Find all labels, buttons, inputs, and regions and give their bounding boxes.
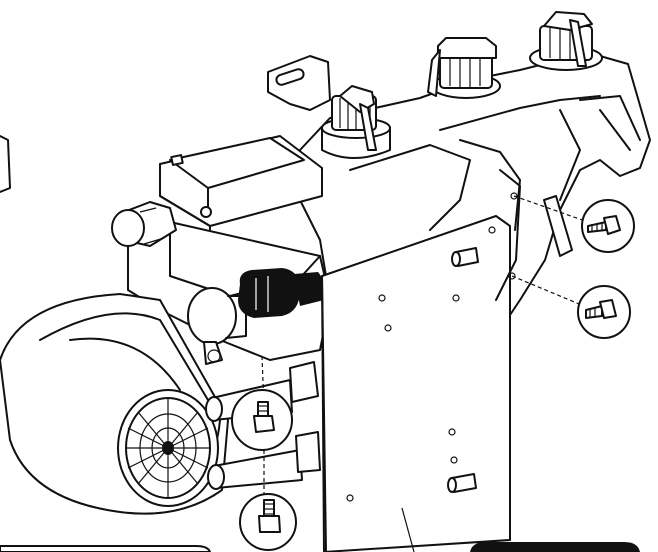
callout-bolt-center [231,389,293,451]
thermostat-knob [111,201,177,247]
control-box [159,135,323,257]
filler-cap-right [529,11,603,71]
right-bracket [495,169,573,301]
callout-bolt-upper-right [581,199,635,253]
left-edge-fragment [0,135,11,193]
bolt-icon [587,215,621,235]
black-seal [238,268,326,318]
callout-bolt-bottom [239,493,297,551]
callout-bolt-middle-right [577,285,631,339]
plate-studs [447,247,479,493]
label-box-left [0,545,211,552]
bolt-icon [585,299,617,319]
label-box-right [470,542,640,552]
filler-cap-middle [427,37,501,99]
fan-grille [117,389,219,507]
bolt-icon [253,401,275,433]
mounting-plate [321,215,511,552]
filler-cap-left [321,85,391,159]
round-knob [187,287,247,365]
mounting-bracket [267,55,331,111]
bolt-icon [258,499,281,533]
